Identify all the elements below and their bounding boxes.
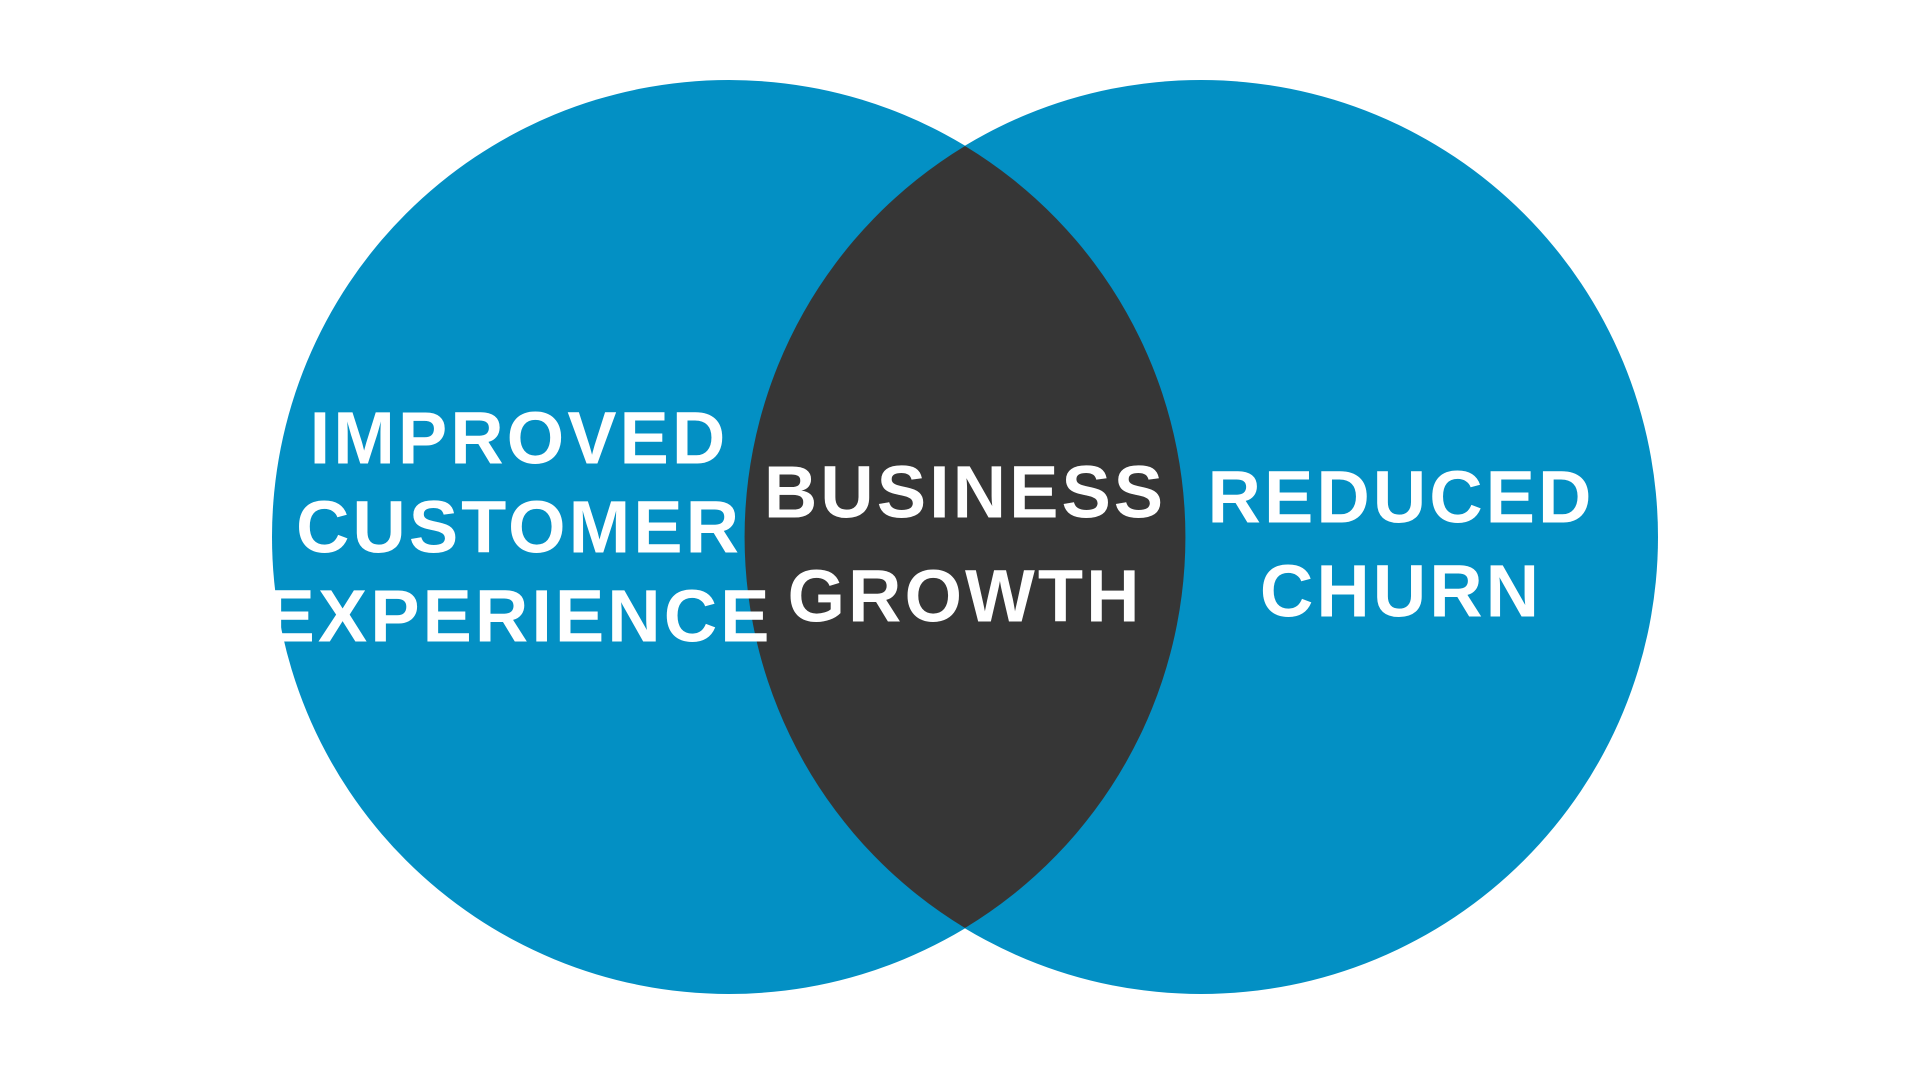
right-label-line-1: REDUCED [1208,456,1595,539]
left-label-line-2: CUSTOMER [296,486,742,569]
intersection-region [744,146,1186,928]
intersection-label-line-1: BUSINESS [764,451,1166,534]
left-label-line-1: IMPROVED [310,397,729,480]
left-label-line-3: EXPERIENCE [265,575,772,658]
right-label-line-2: CHURN [1260,550,1542,633]
intersection-label-line-2: GROWTH [787,555,1142,638]
